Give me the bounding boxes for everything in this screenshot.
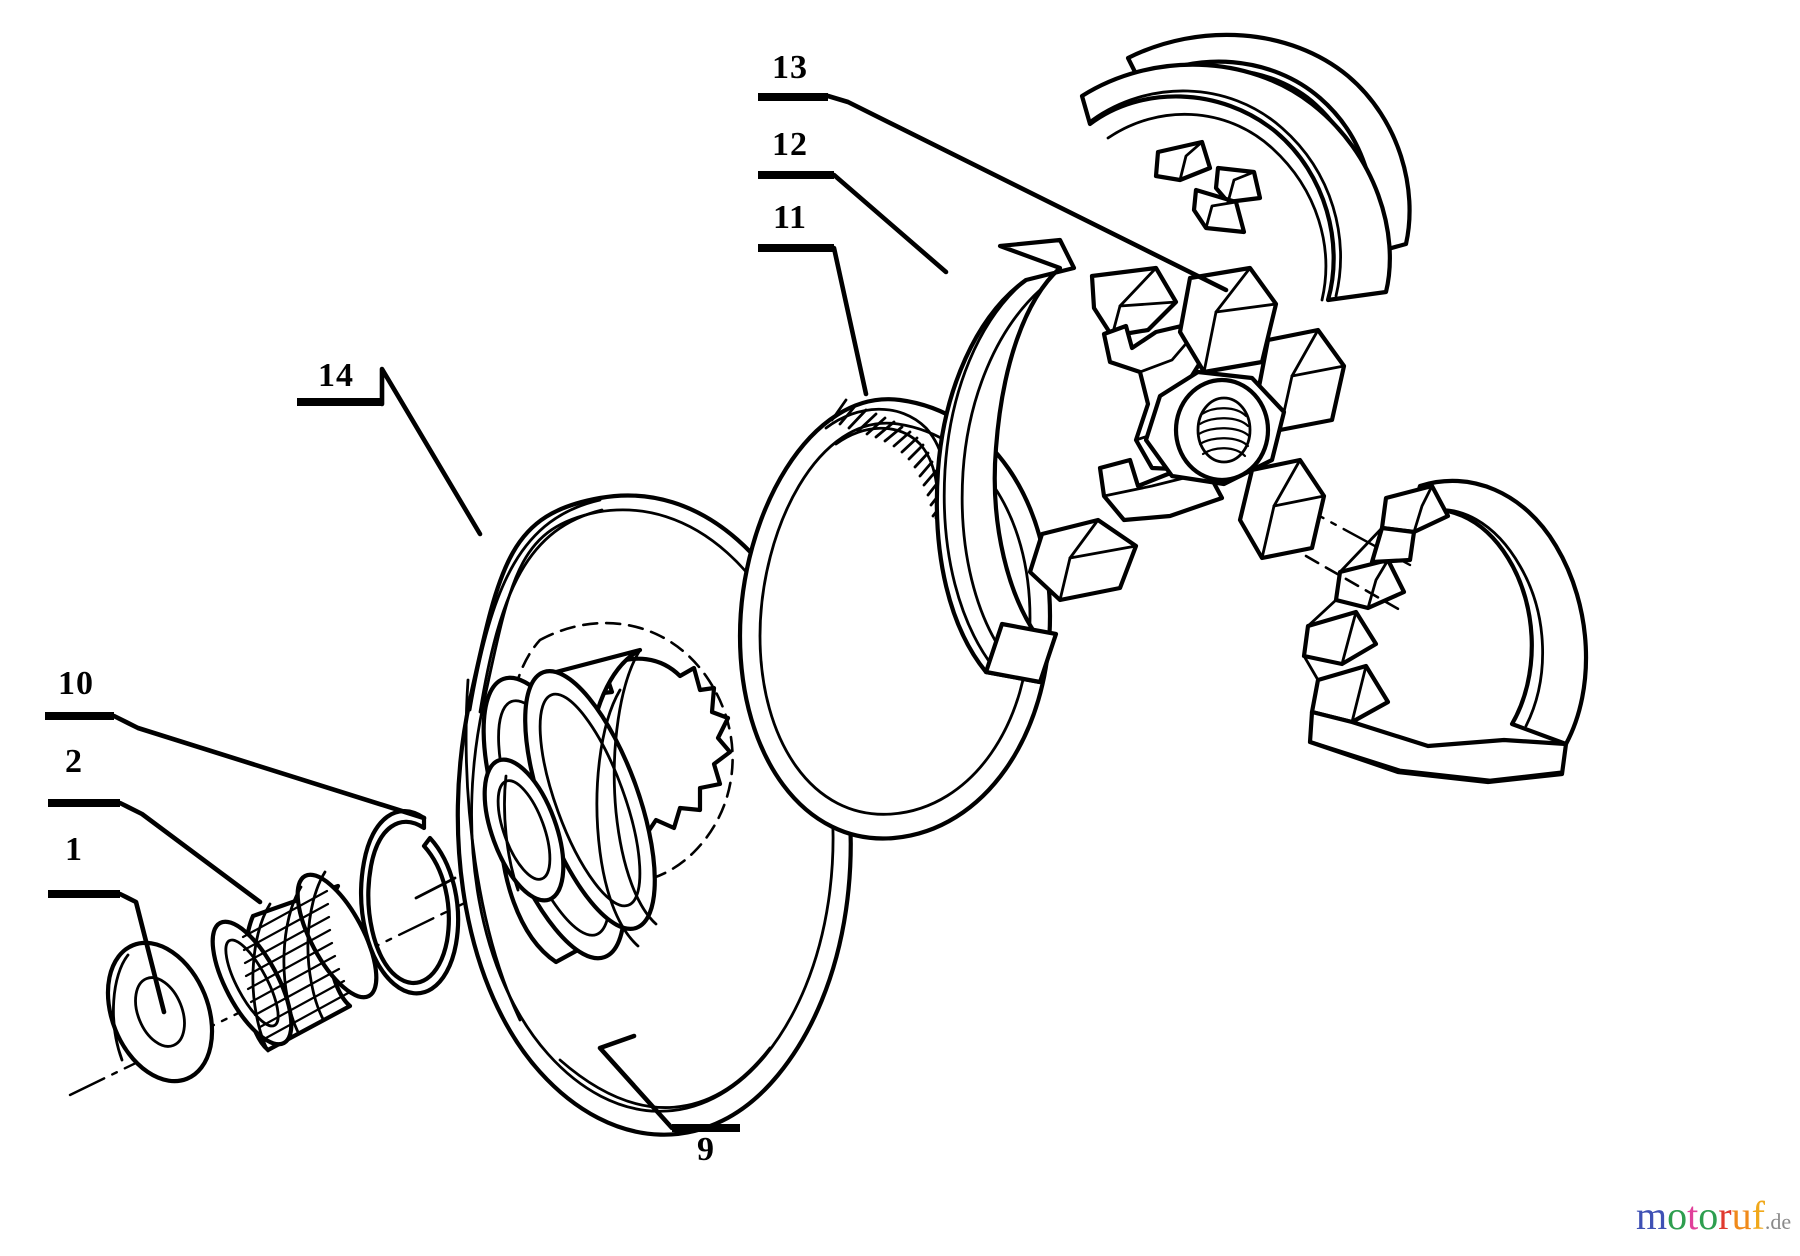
part-clutch-hub-nut (1143, 265, 1402, 612)
callout-9[interactable]: 9 (597, 1033, 740, 1168)
callout-14-label: 14 (318, 357, 354, 394)
callout-9-label: 9 (697, 1131, 715, 1168)
watermark-letter-r: r (1718, 1193, 1732, 1238)
part-snap-ring (359, 809, 461, 996)
callout-1[interactable]: 1 (48, 831, 167, 1015)
part-clutch-shoe-second (1301, 478, 1589, 785)
callout-12-leader (831, 172, 949, 275)
callout-13[interactable]: 13 (758, 49, 1229, 293)
watermark-letter-o1: o (1667, 1193, 1688, 1238)
callout-2-label: 2 (65, 743, 83, 780)
watermark-letter-t: t (1687, 1193, 1699, 1238)
callout-10[interactable]: 10 (45, 665, 427, 821)
watermark-letter-o2: o (1698, 1193, 1719, 1238)
callout-layer: 13 12 11 14 10 (45, 49, 1229, 1168)
part-needle-bearing (210, 870, 379, 1053)
part-clutch-shoe-top (1079, 32, 1412, 303)
callout-2[interactable]: 2 (48, 743, 263, 905)
callout-1-leader (117, 891, 167, 1015)
watermark-tld: .de (1764, 1209, 1792, 1234)
callout-11[interactable]: 11 (758, 199, 869, 397)
callout-12-label: 12 (772, 126, 808, 163)
callout-1-label: 1 (65, 831, 83, 868)
callout-13-leader (825, 93, 1229, 293)
callout-2-leader (117, 800, 263, 905)
watermark-letter-m: m (1636, 1193, 1668, 1238)
motoruf-watermark: motoruf.de (1636, 1196, 1791, 1236)
callout-10-label: 10 (58, 665, 94, 702)
callout-13-label: 13 (772, 49, 808, 86)
callout-14-leader (379, 366, 483, 537)
watermark-letter-f: f (1751, 1193, 1765, 1238)
callout-11-label: 11 (773, 199, 807, 236)
callout-11-leader (831, 245, 869, 397)
watermark-letter-u: u (1731, 1193, 1752, 1238)
part-thrust-washer (105, 940, 215, 1084)
callout-12[interactable]: 12 (758, 126, 949, 275)
callout-9-leader (597, 1033, 675, 1131)
callout-14[interactable]: 14 (297, 357, 483, 537)
callout-10-leader (111, 713, 427, 821)
